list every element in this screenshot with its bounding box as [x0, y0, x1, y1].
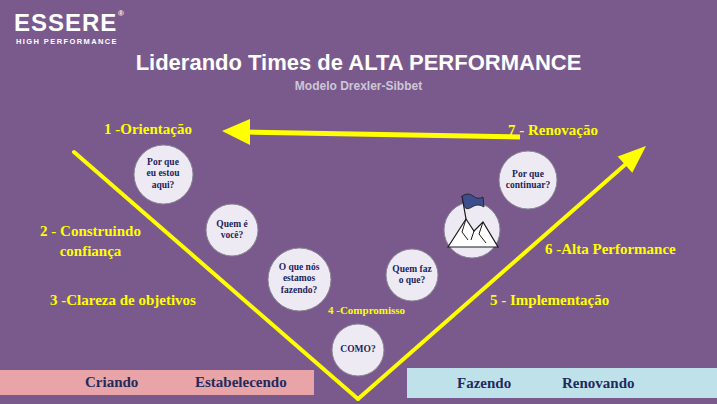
question-text: COMO? — [340, 344, 375, 355]
question-circle: Quem é você? — [205, 203, 259, 257]
phase-word: Criando — [85, 370, 138, 395]
stage-label: 7 - Renovação — [508, 121, 598, 141]
question-circle: Por que eu estou aqui? — [133, 144, 194, 205]
v-right-arm — [358, 163, 627, 399]
flag — [462, 194, 484, 209]
stage-label: 3 -Clareza de objetivos — [50, 291, 196, 311]
stage-label: 4 -Compromisso — [328, 303, 405, 317]
registered-mark: ® — [118, 9, 124, 19]
phase-word: Estabelecendo — [195, 370, 287, 395]
stage-label: 1 -Orientação — [104, 120, 192, 140]
question-text: Por que eu estou aqui? — [142, 157, 185, 191]
page-title: Liderando Times de ALTA PERFORMANCE — [0, 50, 717, 76]
circle-shape — [134, 145, 193, 204]
stage-label: 5 - Implementação — [490, 291, 609, 311]
mountain-ridge — [462, 219, 486, 243]
phase-band: Fazendo Renovando — [407, 368, 717, 398]
logo-tagline: HIGH PERFORMANCE — [16, 37, 118, 47]
question-text: O que nós estamos fazendo? — [275, 262, 323, 296]
question-text: Quem é você? — [211, 219, 253, 242]
stage-label: 2 - Construindo confiança — [28, 222, 153, 261]
circle-shape — [332, 324, 384, 376]
question-circle: COMO? — [331, 323, 385, 377]
question-text: Por que continuar? — [505, 169, 552, 192]
circle-shape — [206, 204, 258, 256]
renewal-arrow — [246, 132, 520, 137]
logo-word: ESSERE — [14, 7, 117, 38]
question-circle: O que nós estamos fazendo? — [267, 247, 332, 312]
phase-word: Renovando — [562, 368, 635, 398]
mountain — [448, 219, 498, 247]
arrowhead — [222, 119, 250, 145]
question-circle: Por que continuar? — [498, 150, 558, 210]
question-circle: Quem faz o que? — [385, 248, 439, 302]
circle-shape — [268, 248, 331, 311]
subtitle: Modelo Drexler-Sibbet — [0, 79, 717, 95]
stage-label: 6 -Alta Performance — [545, 240, 676, 260]
phase-band: Criando Estabelecendo — [0, 370, 314, 395]
v-left-arm — [74, 152, 358, 399]
summit-circle — [444, 202, 500, 258]
arrowhead — [618, 146, 646, 173]
circle-shape — [499, 151, 557, 209]
question-text: Quem faz o que? — [391, 264, 433, 287]
phase-word: Fazendo — [457, 368, 511, 398]
summit-illustration — [444, 194, 500, 258]
circle-shape — [386, 249, 438, 301]
